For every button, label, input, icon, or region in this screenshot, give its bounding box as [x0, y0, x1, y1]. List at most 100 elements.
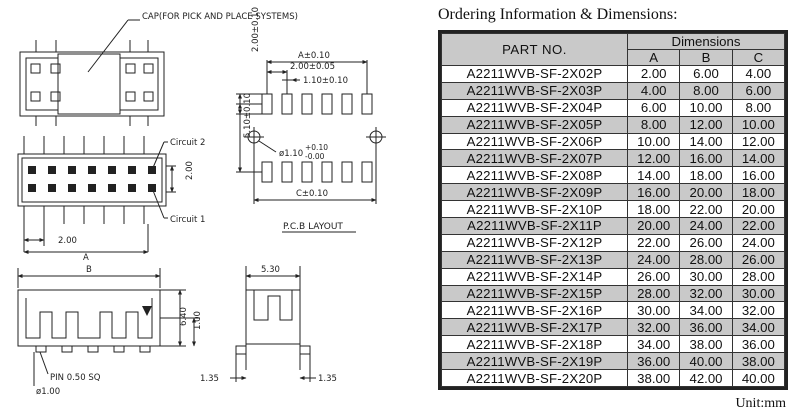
table-row: A2211WVB-SF-2X17P 32.00 36.00 34.00 — [441, 318, 786, 337]
dim-b-cell: 38.00 — [679, 335, 733, 354]
dim-a-cell: 28.00 — [626, 284, 681, 303]
dim-a-cell: 12.00 — [626, 149, 681, 168]
dim-b-cell: 12.00 — [679, 115, 733, 134]
table-row: A2211WVB-SF-2X08P 14.00 18.00 16.00 — [441, 166, 786, 185]
dim-c-cell: 26.00 — [731, 250, 786, 269]
ordering-table-frame: PART NO. Dimensions A B C A2211WVB-SF-2X… — [438, 30, 788, 390]
pcb-2-00-dim-label: 2.00±0.05 — [290, 62, 335, 72]
dim-c-cell: 12.00 — [731, 132, 786, 151]
dim-a-cell: 10.00 — [626, 132, 681, 151]
col-a-header: A — [626, 49, 681, 66]
dim-b-cell: 42.00 — [679, 369, 733, 387]
part-number-cell: A2211WVB-SF-2X15P — [441, 284, 628, 303]
part-number-cell: A2211WVB-SF-2X10P — [441, 200, 628, 219]
table-row: A2211WVB-SF-2X12P 22.00 26.00 24.00 — [441, 233, 786, 252]
front-view — [17, 268, 200, 386]
dim-a-cell: 22.00 — [626, 233, 681, 252]
dim-a-cell: 34.00 — [626, 335, 681, 354]
dim-a-cell: 14.00 — [626, 166, 681, 185]
cap-note-label: CAP(FOR PICK AND PLACE SYSTEMS) — [142, 12, 298, 22]
ordering-title: Ordering Information & Dimensions: — [438, 6, 678, 23]
dim-c-cell: 38.00 — [731, 352, 786, 371]
dim-b-cell: 16.00 — [679, 149, 733, 168]
dim-c-cell: 20.00 — [731, 200, 786, 219]
dim-b-cell: 20.00 — [679, 183, 733, 202]
dim-a-cell: 36.00 — [626, 352, 681, 371]
dim-b-label: B — [86, 265, 92, 275]
dim-a-cell: 6.00 — [626, 98, 681, 117]
part-number-cell: A2211WVB-SF-2X03P — [441, 81, 628, 100]
table-row: A2211WVB-SF-2X16P 30.00 34.00 32.00 — [441, 301, 786, 320]
dim-a-cell: 16.00 — [626, 183, 681, 202]
dim-b-cell: 28.00 — [679, 250, 733, 269]
pcb-layout-caption: P.C.B LAYOUT — [283, 222, 343, 232]
dim-c-cell: 40.00 — [731, 369, 786, 387]
dim-c-cell: 4.00 — [731, 65, 786, 83]
side-view — [230, 266, 316, 382]
dim-b-cell: 24.00 — [679, 217, 733, 235]
table-row: A2211WVB-SF-2X14P 26.00 30.00 28.00 — [441, 267, 786, 286]
top-view-cap — [19, 19, 165, 126]
dim-c-cell: 36.00 — [731, 335, 786, 354]
dim-c-cell: 18.00 — [731, 183, 786, 202]
top-pins-upper — [35, 40, 149, 52]
dim-a-cell: 18.00 — [626, 200, 681, 219]
ordering-table: PART NO. Dimensions A B C A2211WVB-SF-2X… — [441, 33, 786, 387]
dim-2-00-bottom-label: 2.00 — [58, 236, 77, 246]
dim-a-cell: 30.00 — [626, 301, 681, 320]
dimensions-header: Dimensions — [627, 33, 785, 50]
top-view-pin-marks — [30, 63, 154, 102]
table-row: A2211WVB-SF-2X06P 10.00 14.00 12.00 — [441, 132, 786, 151]
circuit-2-label: Circuit 2 — [170, 138, 205, 148]
table-row: A2211WVB-SF-2X19P 36.00 40.00 38.00 — [441, 352, 786, 371]
dim-c-cell: 30.00 — [731, 284, 786, 303]
pcb-hole-tol-upper: +0.10 — [305, 143, 328, 152]
dim-a-cell: 38.00 — [626, 369, 681, 387]
pcb-1-10-dim-label: 1.10±0.10 — [303, 76, 348, 86]
dim-a-cell: 32.00 — [626, 318, 681, 337]
dim-c-cell: 28.00 — [731, 267, 786, 286]
dim-a-cell: 2.00 — [626, 65, 681, 83]
col-c-header: C — [731, 49, 786, 66]
part-number-cell: A2211WVB-SF-2X08P — [441, 166, 628, 185]
dim-a-cell: 24.00 — [626, 250, 681, 269]
table-row: A2211WVB-SF-2X10P 18.00 22.00 20.00 — [441, 200, 786, 219]
part-number-cell: A2211WVB-SF-2X04P — [441, 98, 628, 117]
dim-c-cell: 10.00 — [731, 115, 786, 134]
dim-a-label: A — [83, 253, 89, 263]
part-number-cell: A2211WVB-SF-2X19P — [441, 352, 628, 371]
dim-a-cell: 20.00 — [626, 217, 681, 235]
part-number-cell: A2211WVB-SF-2X18P — [441, 335, 628, 354]
top-pins-lower — [35, 116, 149, 126]
dim-c-cell: 8.00 — [731, 98, 786, 117]
dim-b-cell: 34.00 — [679, 301, 733, 320]
part-number-cell: A2211WVB-SF-2X06P — [441, 132, 628, 151]
table-row: A2211WVB-SF-2X05P 8.00 12.00 10.00 — [441, 115, 786, 134]
hole-note-label: ø1.00 — [36, 387, 60, 397]
pcb-c-dim-label: C±0.10 — [296, 189, 328, 199]
part-number-cell: A2211WVB-SF-2X16P — [441, 301, 628, 320]
pcb-pads-bottom — [261, 161, 373, 183]
col-b-header: B — [679, 49, 733, 66]
table-row: A2211WVB-SF-2X03P 4.00 8.00 6.00 — [441, 81, 786, 100]
table-row: A2211WVB-SF-2X20P 38.00 42.00 40.00 — [441, 369, 786, 387]
part-number-cell: A2211WVB-SF-2X14P — [441, 267, 628, 286]
dim-c-cell: 16.00 — [731, 166, 786, 185]
dim-a-cell: 26.00 — [626, 267, 681, 286]
dim-b-cell: 36.00 — [679, 318, 733, 337]
plan-pins-top — [23, 136, 145, 154]
dim-b-cell: 26.00 — [679, 233, 733, 252]
table-row: A2211WVB-SF-2X15P 28.00 32.00 30.00 — [441, 284, 786, 303]
part-no-header: PART NO. — [441, 33, 628, 66]
part-number-cell: A2211WVB-SF-2X05P — [441, 115, 628, 134]
part-number-cell: A2211WVB-SF-2X13P — [441, 250, 628, 269]
part-number-cell: A2211WVB-SF-2X07P — [441, 149, 628, 168]
part-number-cell: A2211WVB-SF-2X11P — [441, 217, 628, 235]
plan-view — [17, 136, 176, 254]
dim-c-cell: 32.00 — [731, 301, 786, 320]
table-row: A2211WVB-SF-2X07P 12.00 16.00 14.00 — [441, 149, 786, 168]
pcb-5-10-vertical-label: 5.10±0.10 — [243, 93, 253, 138]
pcb-hole-label: ø1.10 — [279, 149, 303, 159]
circuit-1-label: Circuit 1 — [170, 215, 205, 225]
dim-c-cell: 14.00 — [731, 149, 786, 168]
